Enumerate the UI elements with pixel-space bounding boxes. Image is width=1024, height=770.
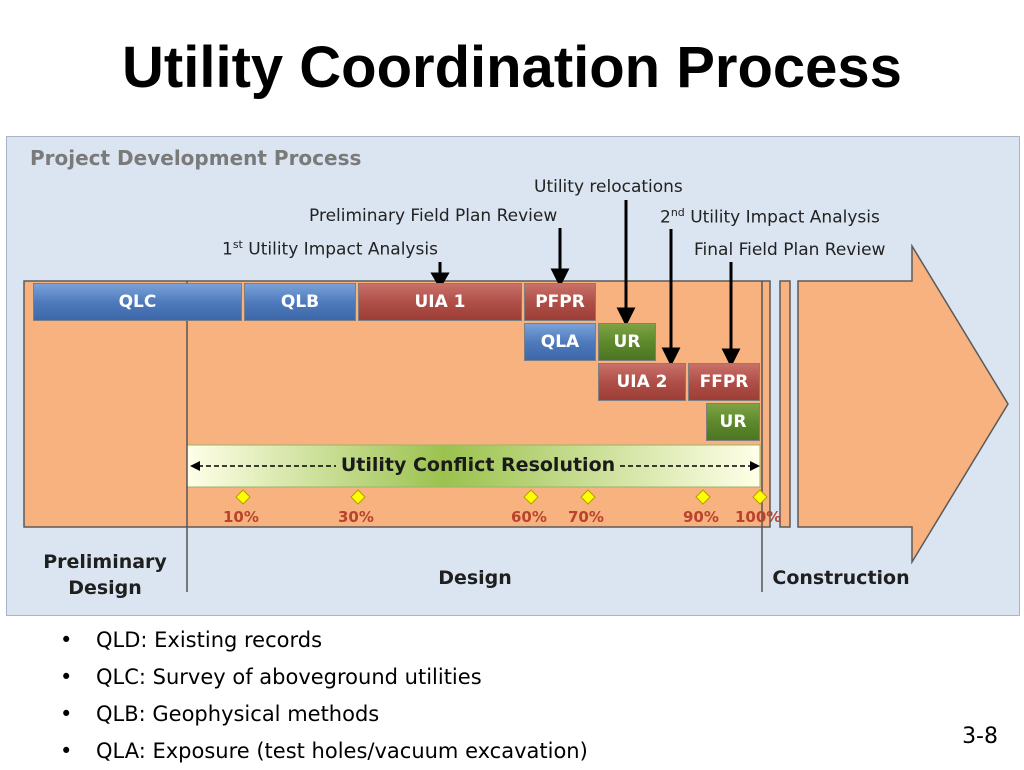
box-pfpr: PFPR [524, 283, 596, 321]
milestone-label: 30% [338, 508, 374, 526]
milestone-diamond [695, 489, 711, 505]
milestone-label: 10% [223, 508, 259, 526]
callout-2nd-utility-impact-analysis: 2nd Utility Impact Analysis [660, 206, 880, 228]
callout-utility-relocations: Utility relocations [534, 177, 683, 197]
milestone-diamond [580, 489, 596, 505]
milestone-label: 60% [511, 508, 547, 526]
construction-arrow [797, 243, 1009, 565]
milestone-diamond [752, 489, 768, 505]
box-ur-2: UR [706, 403, 760, 441]
bullet-item: •QLB: Geophysical methods [60, 702, 380, 726]
callout-final-field-plan-review: Final Field Plan Review [694, 240, 886, 260]
phase-construction: Construction [772, 567, 910, 589]
phase-design: Design [438, 567, 512, 589]
callout-preliminary-field-plan-review: Preliminary Field Plan Review [309, 206, 558, 226]
box-qlb: QLB [244, 283, 356, 321]
milestone-diamond [523, 489, 539, 505]
diagram-heading: Project Development Process [30, 146, 362, 170]
milestone-diamond [235, 489, 251, 505]
milestone-label: 90% [683, 508, 719, 526]
milestone-label: 70% [568, 508, 604, 526]
box-ffpr: FFPR [688, 363, 760, 401]
box-uia1: UIA 1 [358, 283, 522, 321]
bullet-item: •QLA: Exposure (test holes/vacuum excava… [60, 739, 588, 763]
phase-preliminary-design: Preliminary Design [43, 551, 167, 599]
milestone-label: 100% [735, 508, 782, 526]
bullet-item: •QLC: Survey of aboveground utilities [60, 665, 482, 689]
page-number: 3-8 [962, 724, 998, 749]
milestone-diamond [350, 489, 366, 505]
callout-1st-utility-impact-analysis: 1st Utility Impact Analysis [222, 238, 438, 260]
conflict-resolution-label: Utility Conflict Resolution [340, 454, 616, 476]
box-uia2: UIA 2 [598, 363, 686, 401]
box-ur-1: UR [598, 323, 656, 361]
box-qlc: QLC [33, 283, 242, 321]
box-qla: QLA [524, 323, 596, 361]
bullet-list: •QLD: Existing records •QLC: Survey of a… [60, 622, 588, 770]
bullet-item: •QLD: Existing records [60, 628, 323, 652]
separator-bar [779, 280, 791, 528]
slide-title: Utility Coordination Process [122, 35, 902, 100]
